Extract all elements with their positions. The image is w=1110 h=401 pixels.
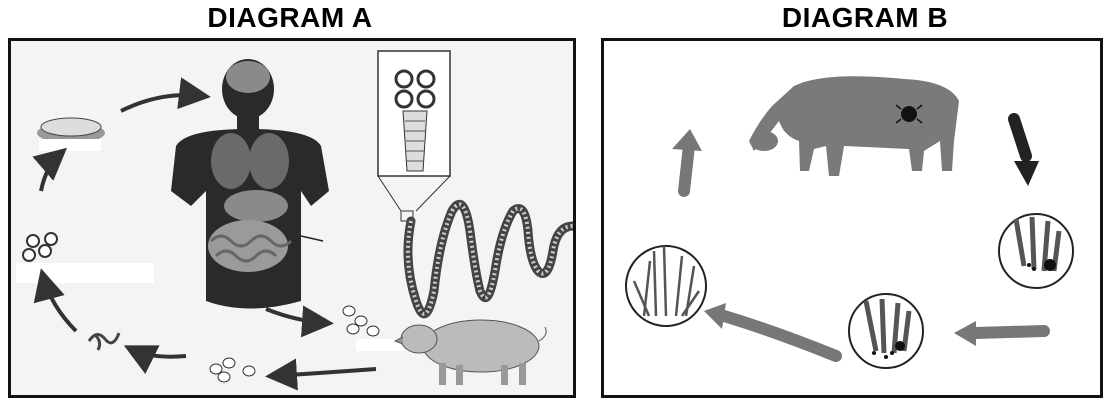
lung-right <box>249 133 289 189</box>
lung-left <box>211 133 251 189</box>
diagram-b-panel <box>601 38 1103 398</box>
cow-icon <box>749 76 959 176</box>
diagram-a-title: DIAGRAM A <box>190 2 390 34</box>
diagram-b-illustration <box>604 41 1100 395</box>
diagram-b-title: DIAGRAM B <box>755 2 975 34</box>
tick-on-cow-icon <box>901 106 917 122</box>
larvae-circle-icon <box>849 294 923 368</box>
grass-circle-icon <box>626 246 706 326</box>
tick-eggs-circle-icon <box>999 214 1073 288</box>
brain-icon <box>226 61 270 93</box>
diagram-a-illustration <box>11 41 573 395</box>
diagram-a-panel <box>8 38 576 398</box>
stomach <box>224 190 288 222</box>
sausage-bun-icon <box>37 118 105 151</box>
